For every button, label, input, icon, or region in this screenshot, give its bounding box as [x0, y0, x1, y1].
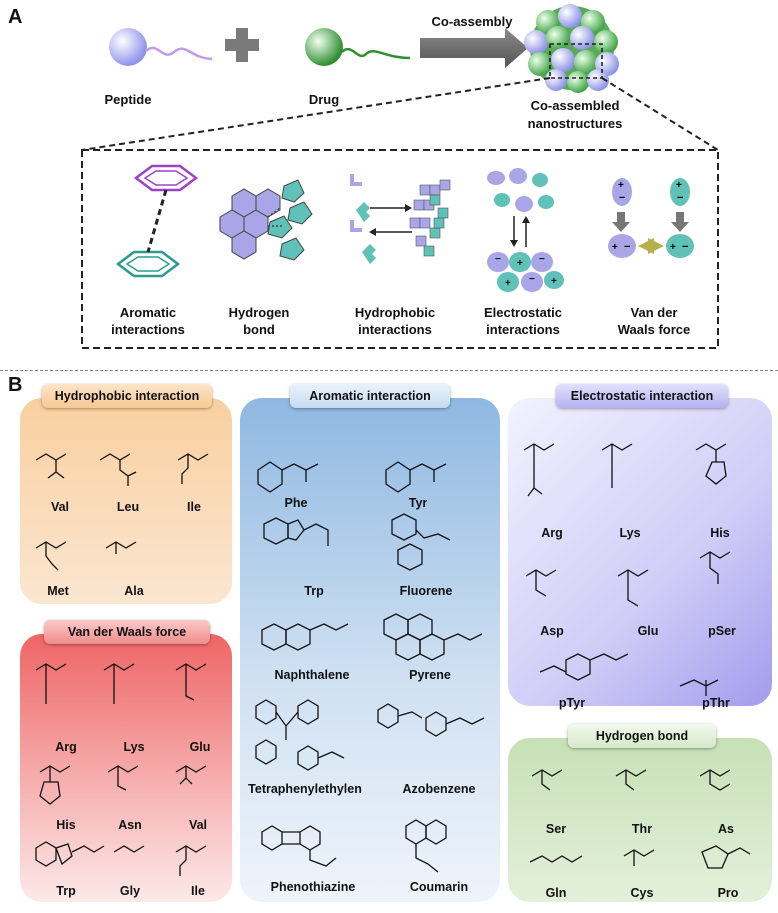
hydrophobic-item: Ile	[187, 500, 201, 514]
svg-text:−: −	[495, 254, 501, 265]
peptide-label: Peptide	[104, 92, 152, 107]
aromatic-item: Phe	[284, 496, 308, 510]
aromatic-item: Fluorene	[399, 584, 453, 598]
hbond-box	[508, 738, 772, 902]
hbond-box-title: Hydrogen bond	[568, 724, 716, 748]
svg-text:−: −	[682, 241, 688, 253]
vdw-item: Glu	[189, 740, 211, 754]
nanostructures-label-1: Co-assembled	[530, 98, 620, 113]
svg-text:+: +	[551, 276, 557, 287]
hydrogen-bond-icon	[219, 179, 313, 261]
electrostatic-interaction-icon: +++ −−−	[487, 168, 564, 292]
aromatic-item: Coumarin	[409, 880, 469, 894]
hydrophobic-interaction-icon	[350, 174, 451, 264]
peptide-sphere-icon	[109, 28, 213, 66]
hydrophobic-item: Ala	[124, 584, 144, 598]
svg-text:−: −	[624, 241, 630, 253]
electrostatic-item: pTyr	[558, 696, 586, 710]
hydrophobic-box-title: Hydrophobic interaction	[42, 384, 212, 408]
vdw-item: Gly	[119, 884, 141, 898]
co-assembly-label: Co-assembly	[431, 14, 513, 29]
svg-text:+: +	[612, 242, 618, 253]
chemical-structures-graphic	[35, 443, 751, 876]
hbond-item: Gln	[545, 886, 567, 900]
van-der-waals-icon: + − + − + − + −	[608, 178, 694, 258]
co-assembly-arrow-icon	[420, 28, 528, 68]
svg-text:+: +	[618, 180, 624, 191]
panel-divider	[0, 370, 778, 371]
svg-text:−: −	[529, 274, 535, 285]
hbond-item: As	[718, 822, 734, 836]
aromatic-interaction-icon	[115, 164, 199, 278]
drug-sphere-icon	[305, 28, 411, 66]
svg-text:−: −	[539, 254, 545, 265]
panel-a-graphic: +++ −−− + − + − + − + −	[81, 4, 719, 349]
panel-a-letter: A	[8, 6, 23, 28]
nanostructures-label-2: nanostructures	[527, 116, 623, 131]
hbond-item: Pro	[717, 886, 739, 900]
hydrophobic-box	[20, 398, 232, 604]
svg-text:+: +	[517, 258, 523, 269]
aromatic-item: Trp	[304, 584, 324, 598]
vdw-box-title: Van der Waals force	[44, 620, 210, 644]
vdw-item: Lys	[123, 740, 145, 754]
aromatic-box	[240, 398, 500, 902]
hbond-item: Ser	[545, 822, 567, 836]
hydrophobic-item: Leu	[116, 500, 140, 514]
electrostatic-item: Glu	[637, 624, 659, 638]
electrostatic-item: pThr	[702, 696, 730, 710]
panel-b-letter: B	[8, 374, 23, 396]
vdw-item: Asn	[118, 818, 142, 832]
vdw-item: Trp	[56, 884, 76, 898]
electrostatic-box	[508, 398, 772, 706]
electrostatic-item: pSer	[708, 624, 736, 638]
electrostatic-item: Arg	[541, 526, 563, 540]
hydrophobic-item: Val	[50, 500, 70, 514]
aromatic-item: Naphthalene	[274, 668, 350, 682]
electrostatic-box-title: Electrostatic interaction	[556, 384, 728, 408]
svg-text:−: −	[677, 192, 683, 204]
aromatic-item: Tyr	[408, 496, 428, 510]
svg-text:−: −	[619, 192, 625, 204]
svg-text:+: +	[505, 278, 511, 289]
vdw-item: Ile	[191, 884, 205, 898]
vdw-box	[20, 634, 232, 902]
hbond-item: Thr	[631, 822, 653, 836]
svg-text:+: +	[670, 242, 676, 253]
electrostatic-item: His	[710, 526, 730, 540]
aromatic-item: Tetraphenylethylen	[248, 782, 362, 796]
drug-label: Drug	[308, 92, 340, 107]
vdw-item: Val	[188, 818, 208, 832]
aromatic-item: Azobenzene	[402, 782, 476, 796]
nanostructure-cluster-icon	[81, 4, 719, 151]
aromatic-box-title: Aromatic interaction	[290, 384, 450, 408]
hydrophobic-item: Met	[47, 584, 69, 598]
electrostatic-item: Asp	[540, 624, 564, 638]
hbond-item: Cys	[630, 886, 654, 900]
aromatic-item: Pyrene	[409, 668, 451, 682]
vdw-item: His	[56, 818, 76, 832]
plus-icon	[225, 28, 259, 62]
svg-text:+: +	[676, 180, 682, 191]
aromatic-item: Phenothiazine	[270, 880, 356, 894]
electrostatic-item: Lys	[619, 526, 641, 540]
vdw-item: Arg	[55, 740, 77, 754]
